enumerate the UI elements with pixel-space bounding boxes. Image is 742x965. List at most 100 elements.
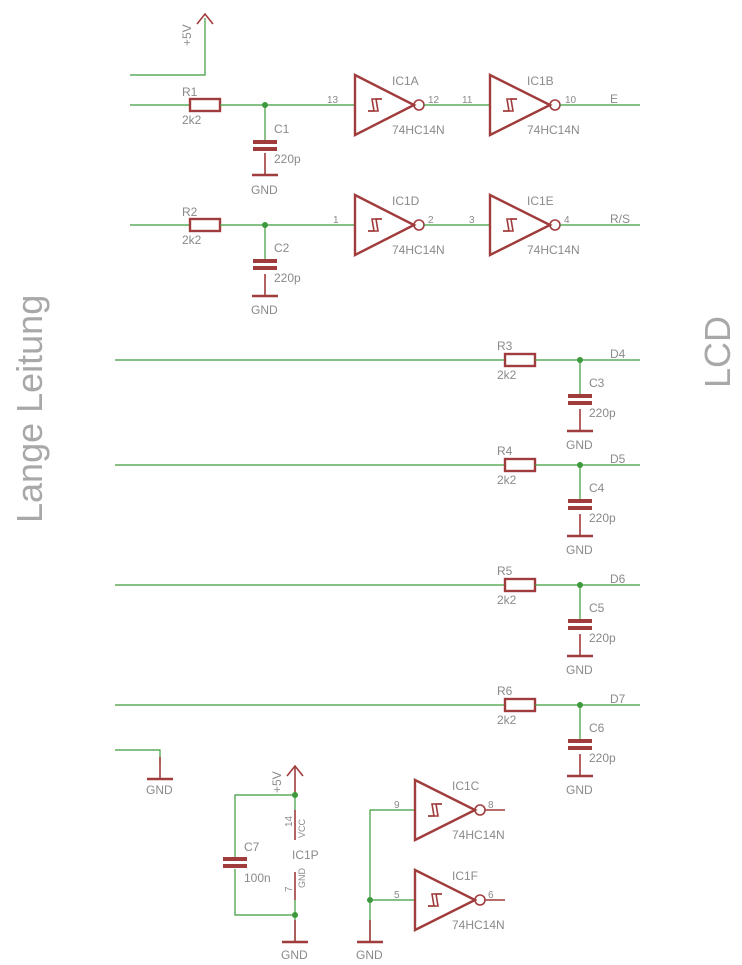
c3-gnd-label: GND — [566, 438, 593, 452]
c7-value: 100n — [244, 871, 271, 885]
capacitor-c6-plate-bottom — [568, 746, 592, 750]
ic1f-type: 74HC14N — [452, 918, 505, 932]
unused-gnd-label: GND — [356, 948, 383, 962]
supply-wire-top — [130, 18, 206, 76]
right-side-label: LCD — [697, 316, 738, 388]
schmitt-icon-ic1a — [367, 98, 383, 112]
ic1c-name: IC1C — [452, 779, 480, 793]
r4-value: 2k2 — [497, 473, 517, 487]
r1-value: 2k2 — [182, 113, 202, 127]
capacitor-c4-plate-top — [568, 499, 592, 503]
signal-d5-label: D5 — [610, 452, 626, 466]
inverter-ic1d — [353, 193, 417, 257]
signal-rs-label: R/S — [610, 212, 630, 226]
schmitt-icon-ic1f — [427, 893, 443, 907]
c5-value: 220p — [589, 631, 616, 645]
ground-symbol-ic1p — [280, 918, 310, 944]
inverter-ic1e — [488, 193, 553, 257]
supply-label-ic1p: +5V — [270, 771, 284, 793]
ic1c-in-pin: 9 — [394, 800, 400, 811]
capacitor-c6-plate-top — [568, 739, 592, 743]
r5-name: R5 — [497, 564, 513, 578]
c7-top-wire — [234, 794, 295, 857]
ic1c-type: 74HC14N — [452, 828, 505, 842]
c3-name: C3 — [589, 376, 605, 390]
ic1p-vcc-pin: 14 — [284, 815, 295, 827]
c2-gnd-label: GND — [251, 303, 278, 317]
capacitor-c1-plate-bottom — [253, 147, 277, 151]
c7-bottom-wire — [234, 869, 295, 916]
r3-name: R3 — [497, 339, 513, 353]
c7-name: C7 — [244, 840, 260, 854]
ic1a-name: IC1A — [392, 74, 419, 88]
ic1p-gnd-net-label: GND — [281, 948, 308, 962]
ic1e-name: IC1E — [527, 194, 554, 208]
ic1b-in-pin: 11 — [462, 95, 473, 106]
inverter-ic1f — [413, 868, 478, 932]
c5-gnd-label: GND — [566, 663, 593, 677]
resistor-r2 — [188, 217, 222, 233]
c6-value: 220p — [589, 751, 616, 765]
left-gnd-wire — [115, 749, 161, 764]
c1-gnd-label: GND — [251, 183, 278, 197]
r2-name: R2 — [182, 205, 198, 219]
resistor-r3 — [503, 352, 537, 368]
ic1d-type: 74HC14N — [392, 243, 445, 257]
capacitor-c1-plate-top — [253, 140, 277, 144]
c6-gnd-label: GND — [566, 783, 593, 797]
c5-name: C5 — [589, 601, 605, 615]
inverter-ic1b — [488, 73, 553, 137]
left-side-label: Lange Leitung — [9, 295, 50, 523]
signal-e-label: E — [610, 92, 618, 106]
c3-value: 220p — [589, 406, 616, 420]
unused-inputs-wire — [369, 809, 415, 940]
r1-name: R1 — [182, 85, 198, 99]
c2-name: C2 — [274, 241, 290, 255]
schmitt-icon-ic1c — [427, 803, 443, 817]
ic1d-name: IC1D — [392, 194, 420, 208]
ic1p-gnd-label: GND — [297, 868, 307, 889]
ic1d-out-pin: 2 — [428, 215, 434, 226]
schmitt-icon-ic1e — [502, 218, 518, 232]
ic1a-type: 74HC14N — [392, 123, 445, 137]
ic1f-out-pin: 6 — [488, 890, 494, 901]
capacitor-c7-plate-bottom — [223, 864, 247, 868]
r4-name: R4 — [497, 444, 513, 458]
inverter-ic1a — [353, 73, 417, 137]
c1-value: 220p — [274, 152, 301, 166]
ground-symbol-unused — [355, 918, 385, 944]
junction-unused-inputs — [367, 897, 373, 903]
r6-value: 2k2 — [497, 713, 517, 727]
ic1b-name: IC1B — [527, 74, 554, 88]
ground-symbol-left — [145, 755, 175, 781]
c1-name: C1 — [274, 122, 290, 136]
ic1e-type: 74HC14N — [527, 243, 580, 257]
signal-d7-label: D7 — [610, 692, 626, 706]
resistor-r1 — [188, 97, 222, 113]
ic1c-out-pin: 8 — [488, 800, 494, 811]
signal-d6-label: D6 — [610, 572, 626, 586]
capacitor-c2-plate-bottom — [253, 266, 277, 270]
ic1e-in-pin: 3 — [469, 215, 475, 226]
schmitt-icon-ic1d — [367, 218, 383, 232]
capacitor-c4-plate-bottom — [568, 506, 592, 510]
c4-value: 220p — [589, 511, 616, 525]
resistor-r5 — [503, 577, 537, 593]
resistor-r6 — [503, 697, 537, 713]
capacitor-c5-plate-bottom — [568, 626, 592, 630]
signal-d4-label: D4 — [610, 347, 626, 361]
supply-label-top: +5V — [180, 24, 194, 46]
inverter-ic1c — [413, 778, 478, 842]
ic1a-in-pin: 13 — [327, 95, 339, 106]
ic1e-out-pin: 4 — [564, 215, 570, 226]
r3-value: 2k2 — [497, 368, 517, 382]
capacitor-c7-plate-top — [223, 857, 247, 861]
r2-value: 2k2 — [182, 233, 202, 247]
capacitor-c3-plate-top — [568, 394, 592, 398]
supply-arrow-top — [196, 12, 214, 25]
capacitor-c2-plate-top — [253, 259, 277, 263]
c2-value: 220p — [274, 271, 301, 285]
ic1f-in-pin: 5 — [394, 890, 400, 901]
